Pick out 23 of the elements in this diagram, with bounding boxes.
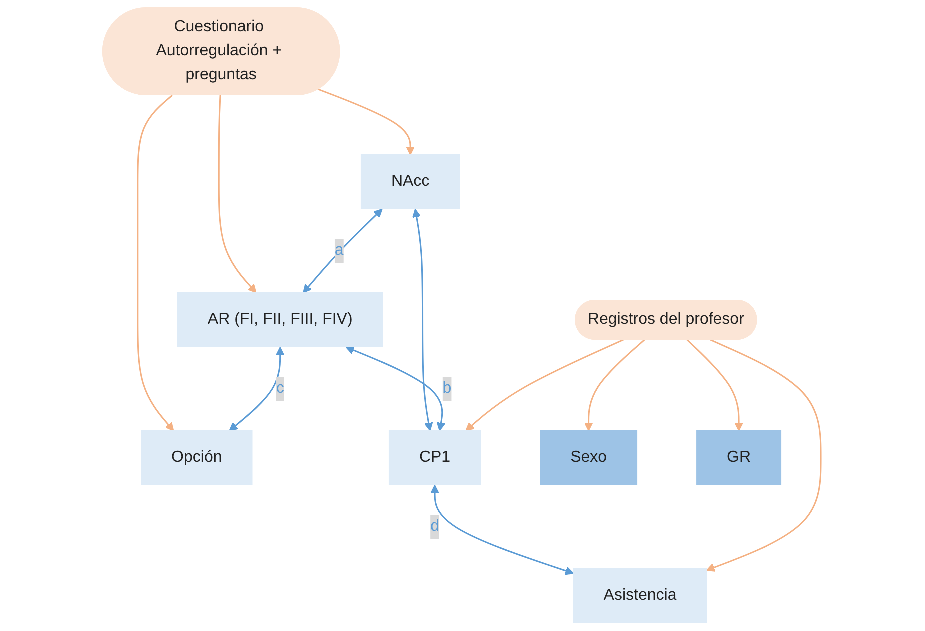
arrow [218, 95, 258, 294]
arrow [346, 346, 446, 432]
edge-label: d [431, 518, 440, 535]
node-box: Asistencia [574, 568, 708, 624]
arrow [412, 209, 434, 432]
edge-label: a [335, 242, 344, 259]
node-box: GR [697, 430, 782, 486]
node-box: Opción [142, 430, 254, 486]
arrow [304, 208, 384, 294]
edge-label: c [276, 380, 285, 397]
arrow [138, 94, 175, 432]
edge-label: b [443, 380, 452, 397]
node-box: Sexo [540, 430, 638, 486]
arrow [230, 347, 286, 432]
arrow [431, 485, 575, 576]
arrow [466, 339, 624, 432]
arrow [687, 339, 744, 432]
node-box: CP1 [389, 430, 482, 486]
node-box: AR (FI, FII, FIII, FIV) [178, 292, 384, 348]
arrow [584, 339, 646, 432]
node-box: NAcc [361, 154, 461, 210]
arrow [318, 88, 416, 156]
arrow [706, 339, 822, 572]
